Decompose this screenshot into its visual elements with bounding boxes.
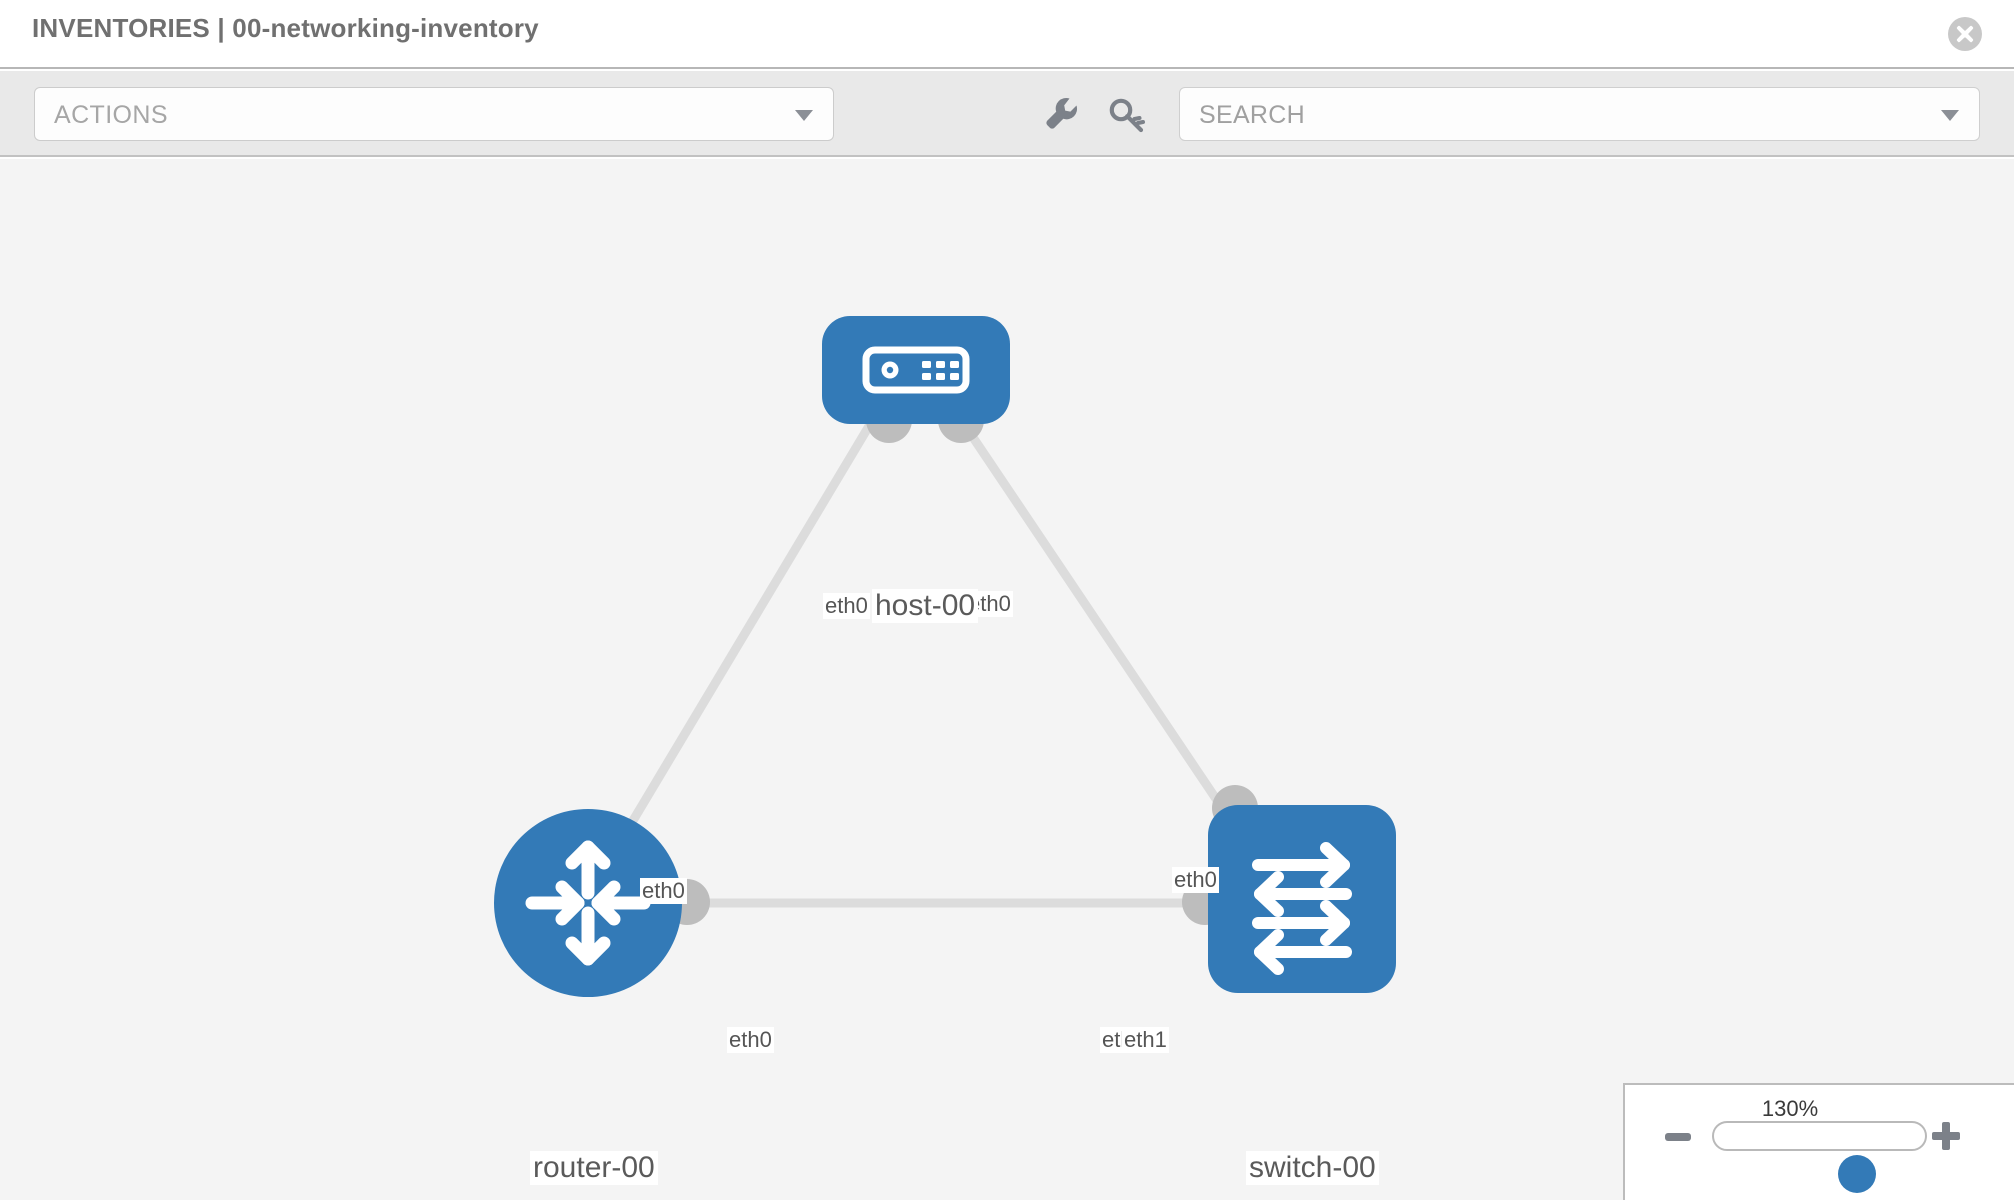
edge-host-switch	[958, 418, 1247, 842]
port-label-switch-left: eth1	[1122, 1027, 1169, 1053]
key-icon[interactable]	[1105, 91, 1151, 137]
port-label-switch-up: eth0	[1172, 867, 1219, 893]
node-host-00[interactable]	[822, 316, 1010, 424]
zoom-level-value: 130%	[1761, 1096, 1819, 1121]
actions-dropdown-label: ACTIONS	[54, 101, 168, 129]
topology-canvas[interactable]: eth0 eth0 eth0 eth0 eth0 eth0 eth1 host-…	[0, 159, 2014, 1200]
toolbar: ACTIONS SEARCH	[0, 71, 2014, 157]
port-label-router-right: eth0	[727, 1027, 774, 1053]
chevron-down-icon	[1941, 110, 1959, 121]
search-placeholder: SEARCH	[1199, 101, 1305, 129]
node-label-router-00: router-00	[530, 1151, 658, 1185]
close-icon[interactable]	[1948, 17, 1982, 51]
edge-host-router	[606, 418, 876, 862]
node-label-host-00: host-00	[872, 589, 979, 623]
zoom-slider-thumb[interactable]	[1838, 1155, 1876, 1193]
node-switch-00[interactable]	[1208, 805, 1396, 993]
zoom-control-panel: 130%	[1623, 1083, 2014, 1200]
port-label-host-left: eth0	[823, 593, 870, 619]
title-bar: INVENTORIES | 00-networking-inventory	[0, 0, 2014, 69]
chevron-down-icon	[795, 110, 813, 121]
zoom-in-button[interactable]	[1932, 1122, 1960, 1150]
port-label-router-up: eth0	[640, 878, 687, 904]
zoom-slider-track[interactable]	[1712, 1121, 1927, 1193]
node-label-switch-00: switch-00	[1246, 1151, 1379, 1185]
page-title: INVENTORIES | 00-networking-inventory	[32, 13, 539, 43]
zoom-out-button[interactable]	[1665, 1133, 1691, 1141]
actions-dropdown[interactable]: ACTIONS	[34, 87, 834, 141]
search-input[interactable]: SEARCH	[1179, 87, 1980, 141]
topology-edges	[606, 418, 1247, 908]
wrench-icon[interactable]	[1038, 91, 1084, 137]
